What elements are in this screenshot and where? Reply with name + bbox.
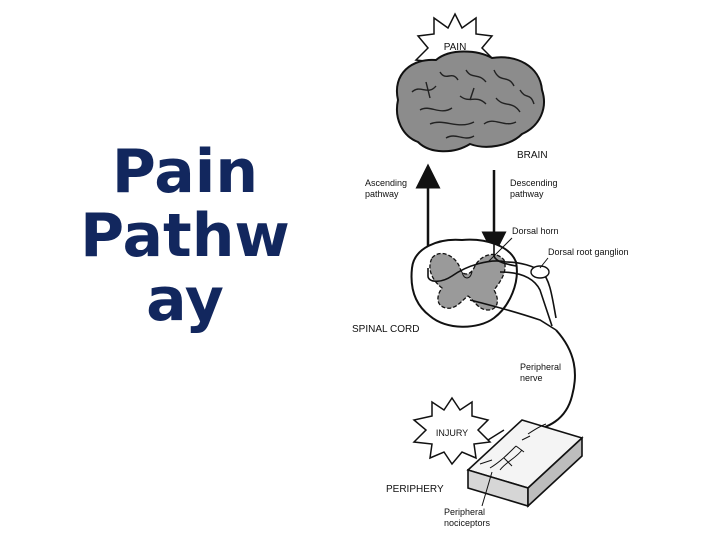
pain-label: PAIN: [444, 42, 467, 53]
title-line-3: ay: [146, 265, 224, 335]
dorsal-horn-label: Dorsal horn: [512, 226, 559, 236]
brain-label: BRAIN: [517, 150, 548, 161]
title-line-2: Pathw: [80, 201, 290, 271]
brain: BRAIN: [395, 50, 548, 161]
nociceptors-label-1: Peripheral: [444, 507, 485, 517]
title-line-1: Pain: [111, 137, 259, 207]
injury-link: [487, 429, 505, 441]
injury-starburst: INJURY: [412, 396, 492, 466]
nociceptors-label-2: nociceptors: [444, 518, 491, 528]
spinal-cord-label: SPINAL CORD: [352, 324, 419, 335]
dorsal-horn-leader: [487, 237, 513, 263]
nociceptors-leader: [481, 471, 493, 507]
descending-label-2: pathway: [510, 189, 544, 199]
drg-leader: [539, 257, 549, 269]
pain-pathway-diagram: PAIN BRAIN Ascending pathway Descending …: [352, 12, 629, 528]
gray-matter: [429, 252, 506, 311]
ascending-label-1: Ascending: [365, 178, 407, 188]
tissue-block: [466, 419, 584, 508]
drg-label: Dorsal root ganglion: [548, 247, 629, 257]
peripheral-nerve-label-1: Peripheral: [520, 362, 561, 372]
slide-title: Pain Pathw ay: [45, 140, 325, 332]
peripheral-nerve-label-2: nerve: [520, 373, 543, 383]
ascending-label-2: pathway: [365, 189, 399, 199]
spinal-cord: [410, 238, 518, 328]
periphery-label: PERIPHERY: [386, 484, 444, 495]
descending-label-1: Descending: [510, 178, 558, 188]
injury-label: INJURY: [436, 428, 468, 438]
dorsal-root-ganglion: [530, 265, 550, 279]
